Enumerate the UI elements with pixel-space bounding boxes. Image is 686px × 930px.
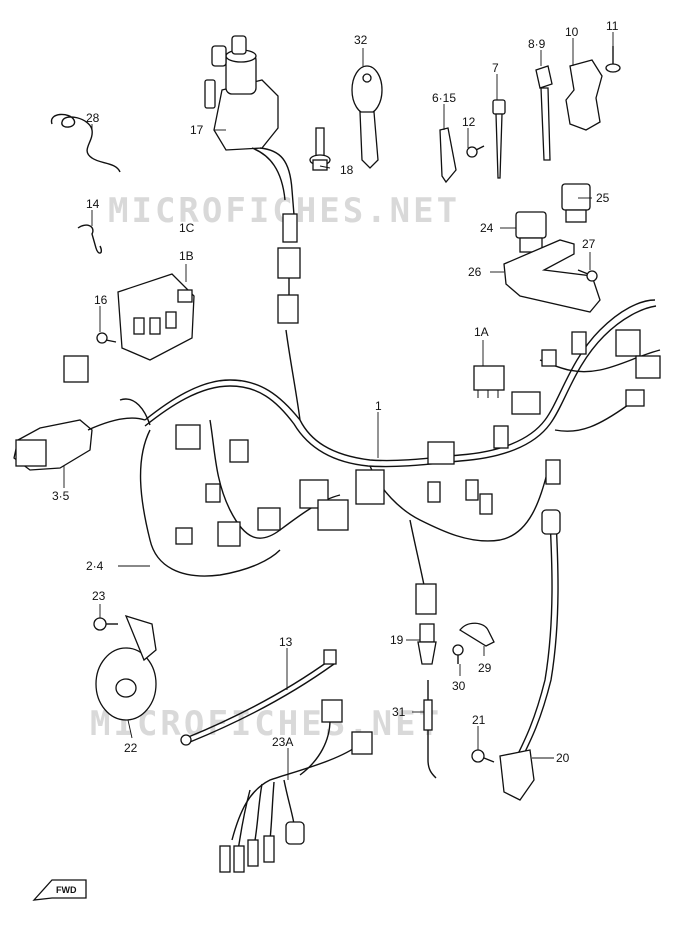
bolt-21 xyxy=(471,749,495,763)
watermark-bottom: MICROFICHES.NET xyxy=(90,704,442,744)
bracket-29 xyxy=(459,622,495,647)
part-label-p615: 6·15 xyxy=(432,91,456,105)
part-label-p30: 30 xyxy=(452,679,466,693)
part-label-p1: 1 xyxy=(375,399,382,413)
part-label-p14: 14 xyxy=(86,197,100,211)
part-label-p27: 27 xyxy=(582,237,596,251)
part-label-p20: 20 xyxy=(556,751,570,765)
key-32 xyxy=(351,65,383,169)
part-label-p31: 31 xyxy=(392,705,406,719)
part-label-p10: 10 xyxy=(565,25,579,39)
main-wiring-harness xyxy=(63,299,661,615)
fuse-box xyxy=(117,273,195,361)
part-label-p26: 26 xyxy=(468,265,482,279)
fwd-arrow: FWD xyxy=(32,879,87,901)
part-label-p16: 16 xyxy=(94,293,108,307)
part-label-p11: 11 xyxy=(606,19,619,33)
screw-16 xyxy=(96,332,117,344)
part-label-p32: 32 xyxy=(354,33,368,47)
ignition-switch xyxy=(204,35,301,324)
switch-19 xyxy=(417,623,437,665)
part-label-p29: 29 xyxy=(478,661,492,675)
bolt-27 xyxy=(577,269,598,282)
part-label-p28: 28 xyxy=(86,111,100,125)
part-label-p17: 17 xyxy=(190,123,204,137)
screw-12 xyxy=(466,145,485,158)
clamp-7 xyxy=(492,99,506,179)
part-label-p18: 18 xyxy=(340,163,354,177)
part-label-p19: 19 xyxy=(390,633,404,647)
part-label-p24a: 2·4 xyxy=(86,559,104,573)
clip-14 xyxy=(77,224,103,254)
screw-30 xyxy=(452,644,464,664)
part-label-p89: 8·9 xyxy=(528,37,546,51)
regulator-1a xyxy=(473,365,505,398)
part-label-p12: 12 xyxy=(462,115,476,129)
part-label-p23a: 23A xyxy=(272,735,293,749)
part-label-p35: 3·5 xyxy=(52,489,70,503)
part-label-p21: 21 xyxy=(472,713,486,727)
relay-24 xyxy=(515,211,547,253)
clamp-10 xyxy=(565,59,603,131)
leader-lines xyxy=(63,32,614,780)
sensor-20 xyxy=(499,509,561,801)
spring-31 xyxy=(423,680,437,779)
part-label-p24: 24 xyxy=(480,221,494,235)
part-number-labels: 1 1A 1B 1C 2·4 3·5 6·15 7 8·9 10 11 12 13 14 16 17 18 19 2… xyxy=(52,19,619,765)
sub-harness-23a xyxy=(219,699,373,873)
part-label-p1b: 1B xyxy=(179,249,194,263)
part-label-p1a: 1A xyxy=(474,325,489,339)
part-label-p7: 7 xyxy=(492,61,499,75)
fwd-label: FWD xyxy=(56,885,77,895)
relay-25 xyxy=(561,183,591,223)
horn-22 xyxy=(95,614,157,721)
screw-11 xyxy=(605,46,621,73)
band-6-15 xyxy=(439,127,457,184)
clamp-8-9 xyxy=(535,65,553,161)
part-label-p13: 13 xyxy=(279,635,293,649)
lead-13 xyxy=(180,649,337,746)
part-label-p23: 23 xyxy=(92,589,106,603)
screw-23 xyxy=(93,617,118,631)
part-label-p1c: 1C xyxy=(179,221,195,235)
spring-28 xyxy=(50,113,121,173)
bolt-18 xyxy=(309,127,331,171)
switch-3-5 xyxy=(13,417,146,471)
part-label-p25: 25 xyxy=(596,191,610,205)
part-label-p22: 22 xyxy=(124,741,138,755)
